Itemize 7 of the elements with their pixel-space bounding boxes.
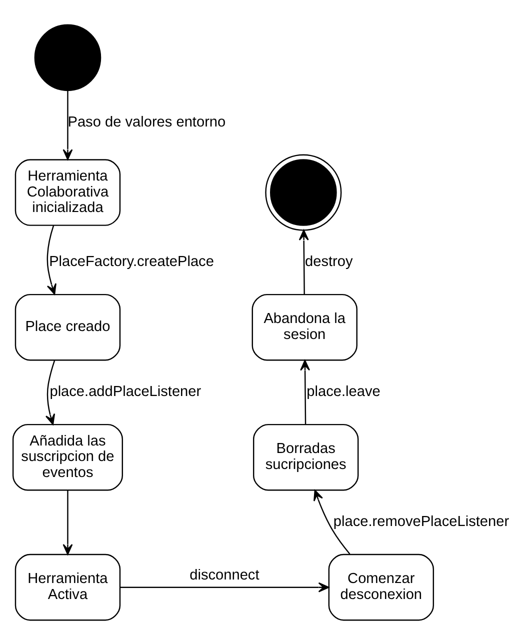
edge-label: place.leave bbox=[306, 384, 380, 400]
edge-label: place.removePlaceListener bbox=[333, 514, 510, 530]
edge-label: Paso de valores entorno bbox=[68, 114, 226, 130]
edge-label: place.addPlaceListener bbox=[50, 384, 202, 400]
edge-label: disconnect bbox=[190, 567, 260, 584]
edge-label: destroy bbox=[305, 254, 353, 270]
edge-label: PlaceFactory.createPlace bbox=[49, 254, 214, 270]
